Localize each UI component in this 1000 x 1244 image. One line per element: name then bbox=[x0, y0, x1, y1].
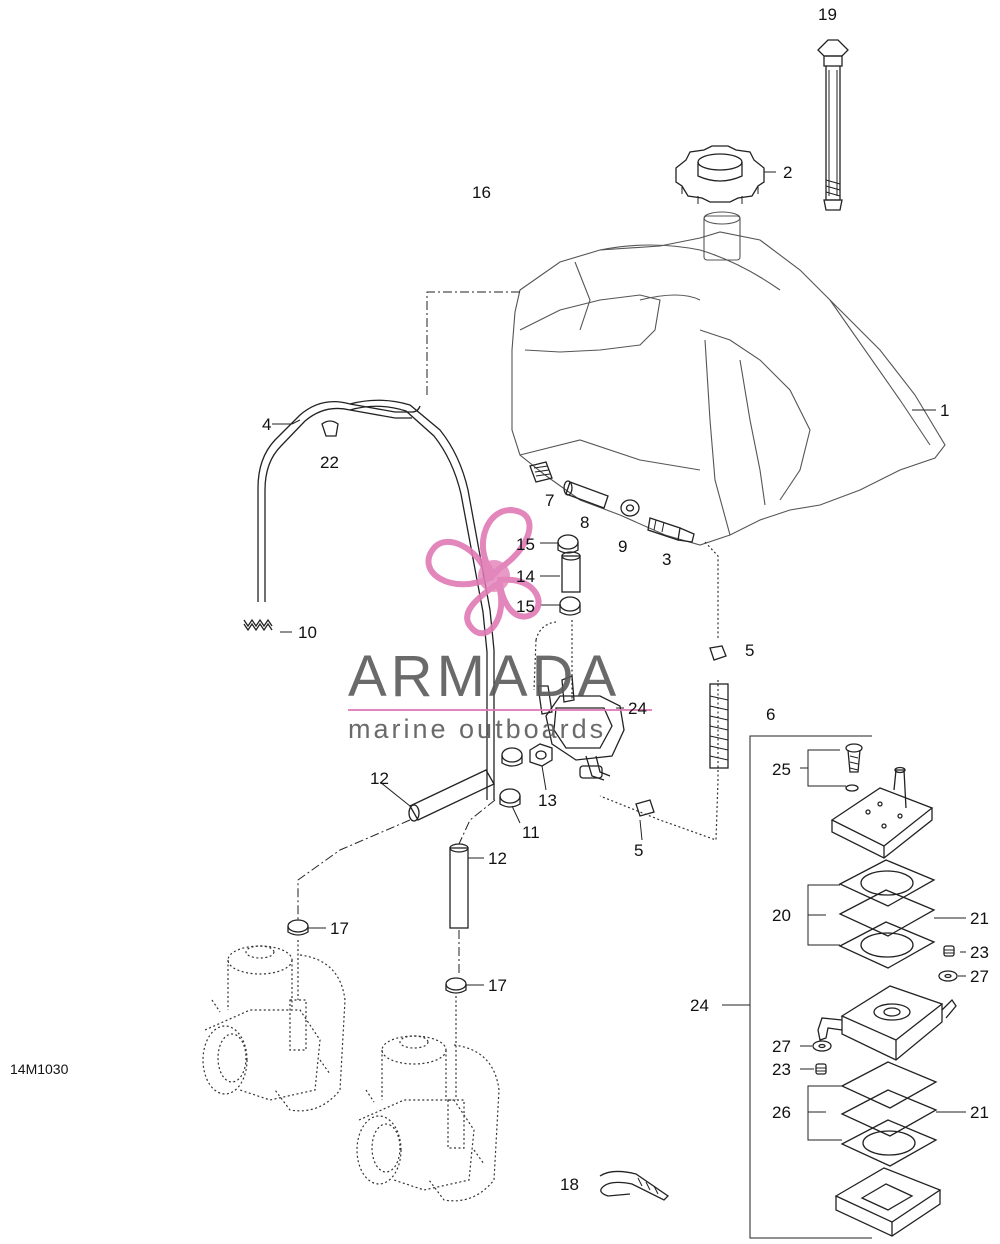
diaphragm-21b bbox=[840, 1089, 938, 1137]
callout-2: 2 bbox=[783, 163, 792, 182]
callout-5-lower: 5 bbox=[634, 841, 643, 860]
guide-line-top bbox=[426, 291, 520, 395]
spring-10 bbox=[243, 618, 273, 632]
nut-13 bbox=[529, 743, 553, 767]
callout-20: 20 bbox=[772, 906, 791, 925]
carburetor-left bbox=[202, 940, 346, 1112]
callout-22: 22 bbox=[320, 453, 339, 472]
fuel-line-4 bbox=[257, 399, 495, 800]
callout-15-bottom: 15 bbox=[516, 597, 535, 616]
clamp-17-left bbox=[287, 919, 309, 936]
callout-5-upper: 5 bbox=[745, 641, 754, 660]
pump-body bbox=[817, 985, 957, 1061]
hose-to-tank bbox=[704, 541, 719, 640]
callout-15-top: 15 bbox=[516, 535, 535, 554]
watermark-brand: ARMADA bbox=[348, 644, 620, 709]
clamp-11-lower bbox=[499, 788, 521, 808]
kit-bracket bbox=[749, 735, 872, 1239]
callout-25: 25 bbox=[772, 760, 791, 779]
elbow-fitting-3 bbox=[647, 517, 695, 543]
fuel-tank bbox=[511, 211, 946, 546]
callout-16: 16 bbox=[472, 183, 491, 202]
gasket-20b bbox=[838, 921, 936, 969]
grommet-9 bbox=[620, 499, 640, 517]
callout-23-lower: 23 bbox=[772, 1060, 791, 1079]
hose-pump-loop bbox=[533, 621, 557, 691]
fuel-pump bbox=[537, 675, 625, 781]
callout-21-lower: 21 bbox=[970, 1103, 989, 1122]
clamp-17-right bbox=[445, 977, 467, 994]
clamp-11-upper bbox=[501, 747, 523, 767]
callout-24-kit: 24 bbox=[690, 996, 709, 1015]
callout-12-angled: 12 bbox=[370, 769, 389, 788]
callout-27-upper: 27 bbox=[970, 967, 989, 986]
pump-cover-bottom bbox=[834, 1167, 942, 1237]
spring-guard bbox=[709, 683, 729, 769]
callout-13: 13 bbox=[538, 791, 557, 810]
callout-labels: 2 19 16 1 4 22 7 8 9 3 15 14 15 10 5 24 … bbox=[10, 5, 989, 1194]
pump-cover-top bbox=[830, 766, 934, 859]
fuel-cap bbox=[675, 145, 765, 204]
pump-kit bbox=[749, 735, 958, 1239]
washer-27a bbox=[938, 970, 958, 982]
callout-21-upper: 21 bbox=[970, 909, 989, 928]
callout-11: 11 bbox=[522, 823, 540, 842]
callout-27-lower: 27 bbox=[772, 1037, 791, 1056]
drawing-code: 14M1030 bbox=[10, 1061, 69, 1077]
clamp-15-top bbox=[557, 534, 579, 554]
callout-9: 9 bbox=[618, 537, 627, 556]
callout-7: 7 bbox=[545, 491, 554, 510]
callout-4: 4 bbox=[262, 415, 271, 434]
clamp-15-bottom bbox=[559, 596, 581, 616]
line-to-hose-12 bbox=[458, 799, 496, 845]
diaphragm-21a bbox=[838, 889, 936, 937]
propeller-logo bbox=[425, 507, 542, 637]
carburetor-right bbox=[356, 996, 500, 1202]
fitting-7 bbox=[529, 461, 553, 483]
washer-27b bbox=[812, 1040, 832, 1052]
callout-23-upper: 23 bbox=[970, 943, 989, 962]
gasket-26a bbox=[840, 1061, 938, 1109]
line-to-carb-left bbox=[297, 819, 411, 920]
callout-1: 1 bbox=[940, 401, 949, 420]
callout-24-pump: 24 bbox=[628, 699, 647, 718]
clamp-5-upper bbox=[709, 645, 727, 661]
gasket-26b bbox=[840, 1119, 938, 1167]
cable-tie-18 bbox=[599, 1170, 670, 1201]
hose-12-angled bbox=[408, 769, 495, 822]
clamp-5-lower bbox=[635, 799, 655, 817]
hose-8 bbox=[563, 480, 609, 509]
valve-23a bbox=[943, 945, 955, 957]
callout-17-left: 17 bbox=[330, 919, 349, 938]
valve-23b bbox=[815, 1063, 827, 1075]
callout-14: 14 bbox=[516, 567, 535, 586]
callout-18: 18 bbox=[560, 1175, 579, 1194]
watermark-tagline: marine outboards bbox=[348, 714, 606, 744]
callout-3: 3 bbox=[662, 550, 671, 569]
callout-17-right: 17 bbox=[488, 976, 507, 995]
callout-26: 26 bbox=[772, 1103, 791, 1122]
callout-19: 19 bbox=[818, 5, 837, 24]
callout-8: 8 bbox=[580, 513, 589, 532]
leader-lines bbox=[272, 171, 966, 1141]
gasket-20a bbox=[838, 859, 936, 907]
callout-6: 6 bbox=[766, 705, 775, 724]
tank-bolt bbox=[817, 39, 849, 211]
armada-watermark: ARMADA marine outboards bbox=[348, 507, 652, 744]
callout-10: 10 bbox=[298, 623, 317, 642]
callout-12-vertical: 12 bbox=[488, 849, 507, 868]
hose-12-vertical bbox=[449, 843, 469, 929]
hose-14 bbox=[561, 551, 581, 593]
screw-25 bbox=[845, 743, 863, 792]
